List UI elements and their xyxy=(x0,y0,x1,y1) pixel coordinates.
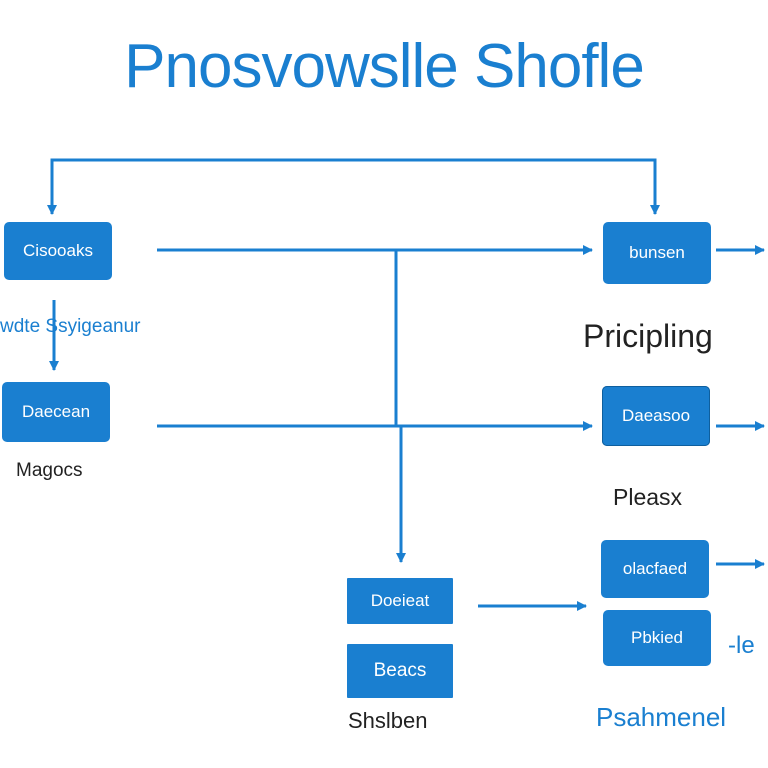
node-top-right: bunsen xyxy=(603,222,711,284)
label-magocs: Magocs xyxy=(16,460,83,481)
label-pleasx: Pleasx xyxy=(613,484,683,510)
node-bottom-center-a: Doeieat xyxy=(347,578,453,624)
label-left-sub: wdte Ssyigeanur xyxy=(0,316,141,337)
label-pricing: Pricipling xyxy=(583,318,713,354)
label-side-edge: -le xyxy=(728,632,755,659)
node-mid-right: Daeasoo xyxy=(602,386,710,446)
top-loop-line xyxy=(50,158,657,200)
node-lower-right-a: olacfaed xyxy=(601,540,709,598)
node-bottom-center-b: Beacs xyxy=(347,644,453,698)
node-mid-left: Daecean xyxy=(2,382,110,442)
node-top-left: Cisooaks xyxy=(4,222,112,280)
diagram-title: Pnosvowslle Shofle xyxy=(124,32,645,101)
node-lower-right-b: Pbkied xyxy=(603,610,711,666)
label-psahmenel: Psahmenel xyxy=(596,702,727,732)
label-shslben: Shslben xyxy=(348,708,428,733)
